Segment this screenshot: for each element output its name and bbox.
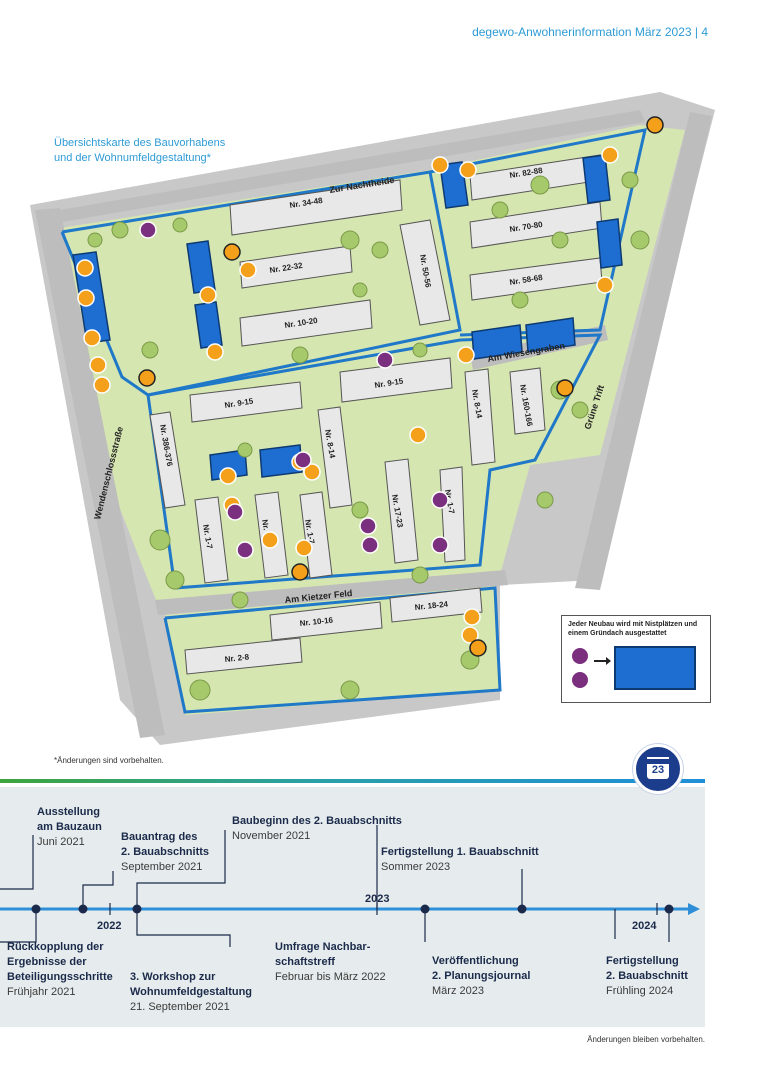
map-caption: Übersichtskarte des Bauvorhabens und der… xyxy=(54,136,225,166)
event-title: 3. Workshop zur Wohnumfeldgestaltung xyxy=(130,971,253,998)
building-label: Nr. 18-24 xyxy=(414,599,449,611)
event-title: Fertigstellung 2. Bauabschnitt xyxy=(606,955,688,982)
timeline-event: Fertigstellung 1. Bauabschnitt Sommer 20… xyxy=(381,845,539,875)
legend-new-building xyxy=(614,646,696,690)
event-title: Umfrage Nachbar- schaftstreff xyxy=(275,941,371,968)
street-east xyxy=(575,112,712,590)
building-label: Nr. 1-7 xyxy=(201,524,214,550)
calendar-number: 23 xyxy=(651,764,665,776)
map-caption-line2: und der Wohnumfeldgestaltung* xyxy=(54,152,211,164)
year-label-2022: 2022 xyxy=(97,920,122,932)
year-ticks xyxy=(109,903,658,915)
street-north xyxy=(60,110,645,222)
event-date: Sommer 2023 xyxy=(381,861,451,873)
trees xyxy=(87,171,650,701)
map-disclaimer: *Änderungen sind vorbehalten. xyxy=(54,756,164,765)
event-date: Frühjahr 2021 xyxy=(7,986,76,998)
timeline-event: Fertigstellung 2. Bauabschnitt Frühling … xyxy=(606,954,688,999)
event-title: Baubeginn des 2. Bauabschnitts xyxy=(232,815,402,827)
timeline-event: Bauantrag des 2. Bauabschnitts September… xyxy=(121,830,209,875)
event-title: Ausstellung am Bauzaun xyxy=(37,806,102,833)
waste-icons xyxy=(138,116,664,657)
map-legend: Jeder Neubau wird mit Nistplätzen und ei… xyxy=(561,615,711,703)
calendar-icon: 23 xyxy=(633,744,683,794)
existing-buildings xyxy=(149,154,603,675)
building-labels: Nr. 34-48 Nr. 22-32 Nr. 10-20 Nr. 50-56 … xyxy=(158,166,544,664)
bike-icons xyxy=(76,146,619,644)
event-date: November 2021 xyxy=(232,830,311,842)
timeline-band xyxy=(0,787,705,1027)
boundary-south xyxy=(163,586,502,714)
site-map: Zur Nachtheide Wendenschlossstraße Grüne… xyxy=(30,92,715,745)
arrow-icon xyxy=(594,657,611,665)
timeline-event: Rückkopplung der Ergebnisse der Beteilig… xyxy=(7,940,113,1000)
event-title: Bauantrag des 2. Bauabschnitts xyxy=(121,831,210,858)
street-west xyxy=(35,208,165,738)
green-roof-icon xyxy=(572,672,588,688)
event-date: September 2021 xyxy=(121,861,203,873)
event-date: Frühling 2024 xyxy=(606,985,674,997)
event-title: Rückkopplung der Ergebnisse der Beteilig… xyxy=(7,941,113,983)
event-date: 21. September 2021 xyxy=(130,1001,230,1013)
activity-icons xyxy=(139,221,449,559)
timeline-event: Veröffentlichung 2. Planungsjournal März… xyxy=(432,954,530,999)
legend-text: Jeder Neubau wird mit Nistplätzen und ei… xyxy=(568,621,698,637)
timeline-event: Ausstellung am Bauzaun Juni 2021 xyxy=(37,805,102,850)
year-label-2023: 2023 xyxy=(365,893,390,905)
timeline-dots xyxy=(31,904,674,914)
timeline-event: Baubeginn des 2. Bauabschnitts November … xyxy=(232,814,402,844)
timeline-event: 3. Workshop zur Wohnumfeldgestaltung 21.… xyxy=(130,970,252,1015)
timeline-arrow-icon xyxy=(688,903,700,915)
nest-icon xyxy=(572,648,588,664)
event-date: Februar bis März 2022 xyxy=(275,971,386,983)
timeline-graphic xyxy=(0,825,700,947)
page-footer: Änderungen bleiben vorbehalten. xyxy=(587,1035,705,1044)
year-label-2024: 2024 xyxy=(632,920,657,932)
event-title: Fertigstellung 1. Bauabschnitt xyxy=(381,846,539,858)
event-date: März 2023 xyxy=(432,985,484,997)
page-header: degewo-Anwohnerinformation März 2023 | 4 xyxy=(472,25,708,39)
event-date: Juni 2021 xyxy=(37,836,85,848)
timeline-connectors xyxy=(0,825,670,947)
map-caption-line1: Übersichtskarte des Bauvorhabens xyxy=(54,137,226,149)
building-label: Nr. 1-7 xyxy=(303,519,316,545)
event-title: Veröffentlichung 2. Planungsjournal xyxy=(432,955,531,982)
timeline-divider xyxy=(0,779,705,783)
building-label: Nr. 10-16 xyxy=(299,615,334,627)
building-label: Nr. 2-8 xyxy=(224,652,250,664)
timeline-event: Umfrage Nachbar- schaftstreff Februar bi… xyxy=(275,940,386,985)
calendar-icon-face: 23 xyxy=(647,757,669,779)
